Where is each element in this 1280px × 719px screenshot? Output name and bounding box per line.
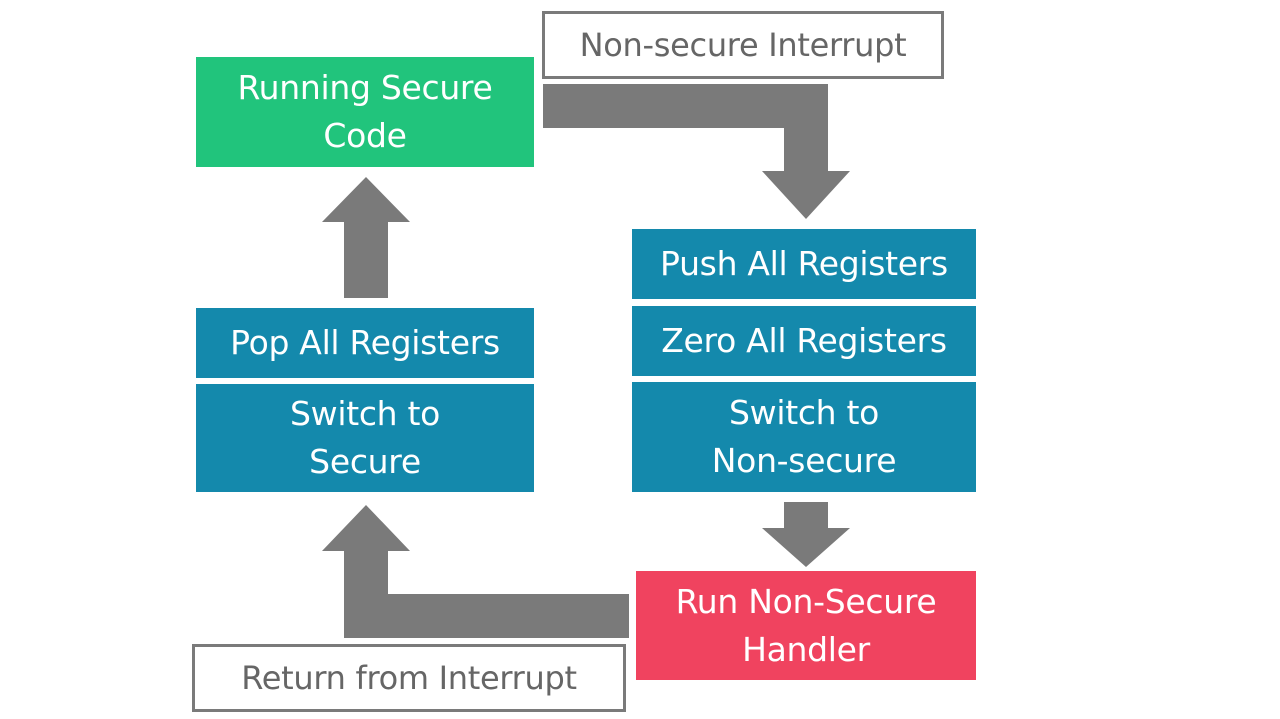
pop-all-registers-label: Pop All Registers — [230, 323, 500, 362]
run-nonsecure-handler-label: Run Non-Secure Handler — [675, 581, 937, 669]
zero-all-registers-label: Zero All Registers — [661, 321, 947, 360]
nonsecure-interrupt-label: Non-secure Interrupt — [542, 11, 944, 79]
running-secure-code-box: Running Secure Code — [196, 57, 534, 167]
arrow-handler-to-switch-secure — [322, 505, 629, 638]
switch-to-secure-box: Switch to Secure — [196, 384, 534, 492]
running-secure-code-label: Running Secure Code — [237, 68, 493, 155]
push-all-registers-label: Push All Registers — [660, 244, 948, 283]
pop-all-registers-box: Pop All Registers — [196, 308, 534, 378]
arrow-pop-to-running — [322, 177, 410, 298]
arrow-interrupt-to-push — [543, 84, 850, 219]
switch-to-nonsecure-box: Switch to Non-secure — [632, 382, 976, 492]
switch-to-nonsecure-label: Switch to Non-secure — [711, 393, 897, 480]
return-from-interrupt-label: Return from Interrupt — [192, 644, 626, 712]
run-nonsecure-handler-box: Run Non-Secure Handler — [636, 571, 976, 680]
switch-to-secure-label: Switch to Secure — [289, 394, 441, 481]
zero-all-registers-box: Zero All Registers — [632, 306, 976, 376]
push-all-registers-box: Push All Registers — [632, 229, 976, 299]
arrow-switch-to-handler — [762, 502, 850, 567]
